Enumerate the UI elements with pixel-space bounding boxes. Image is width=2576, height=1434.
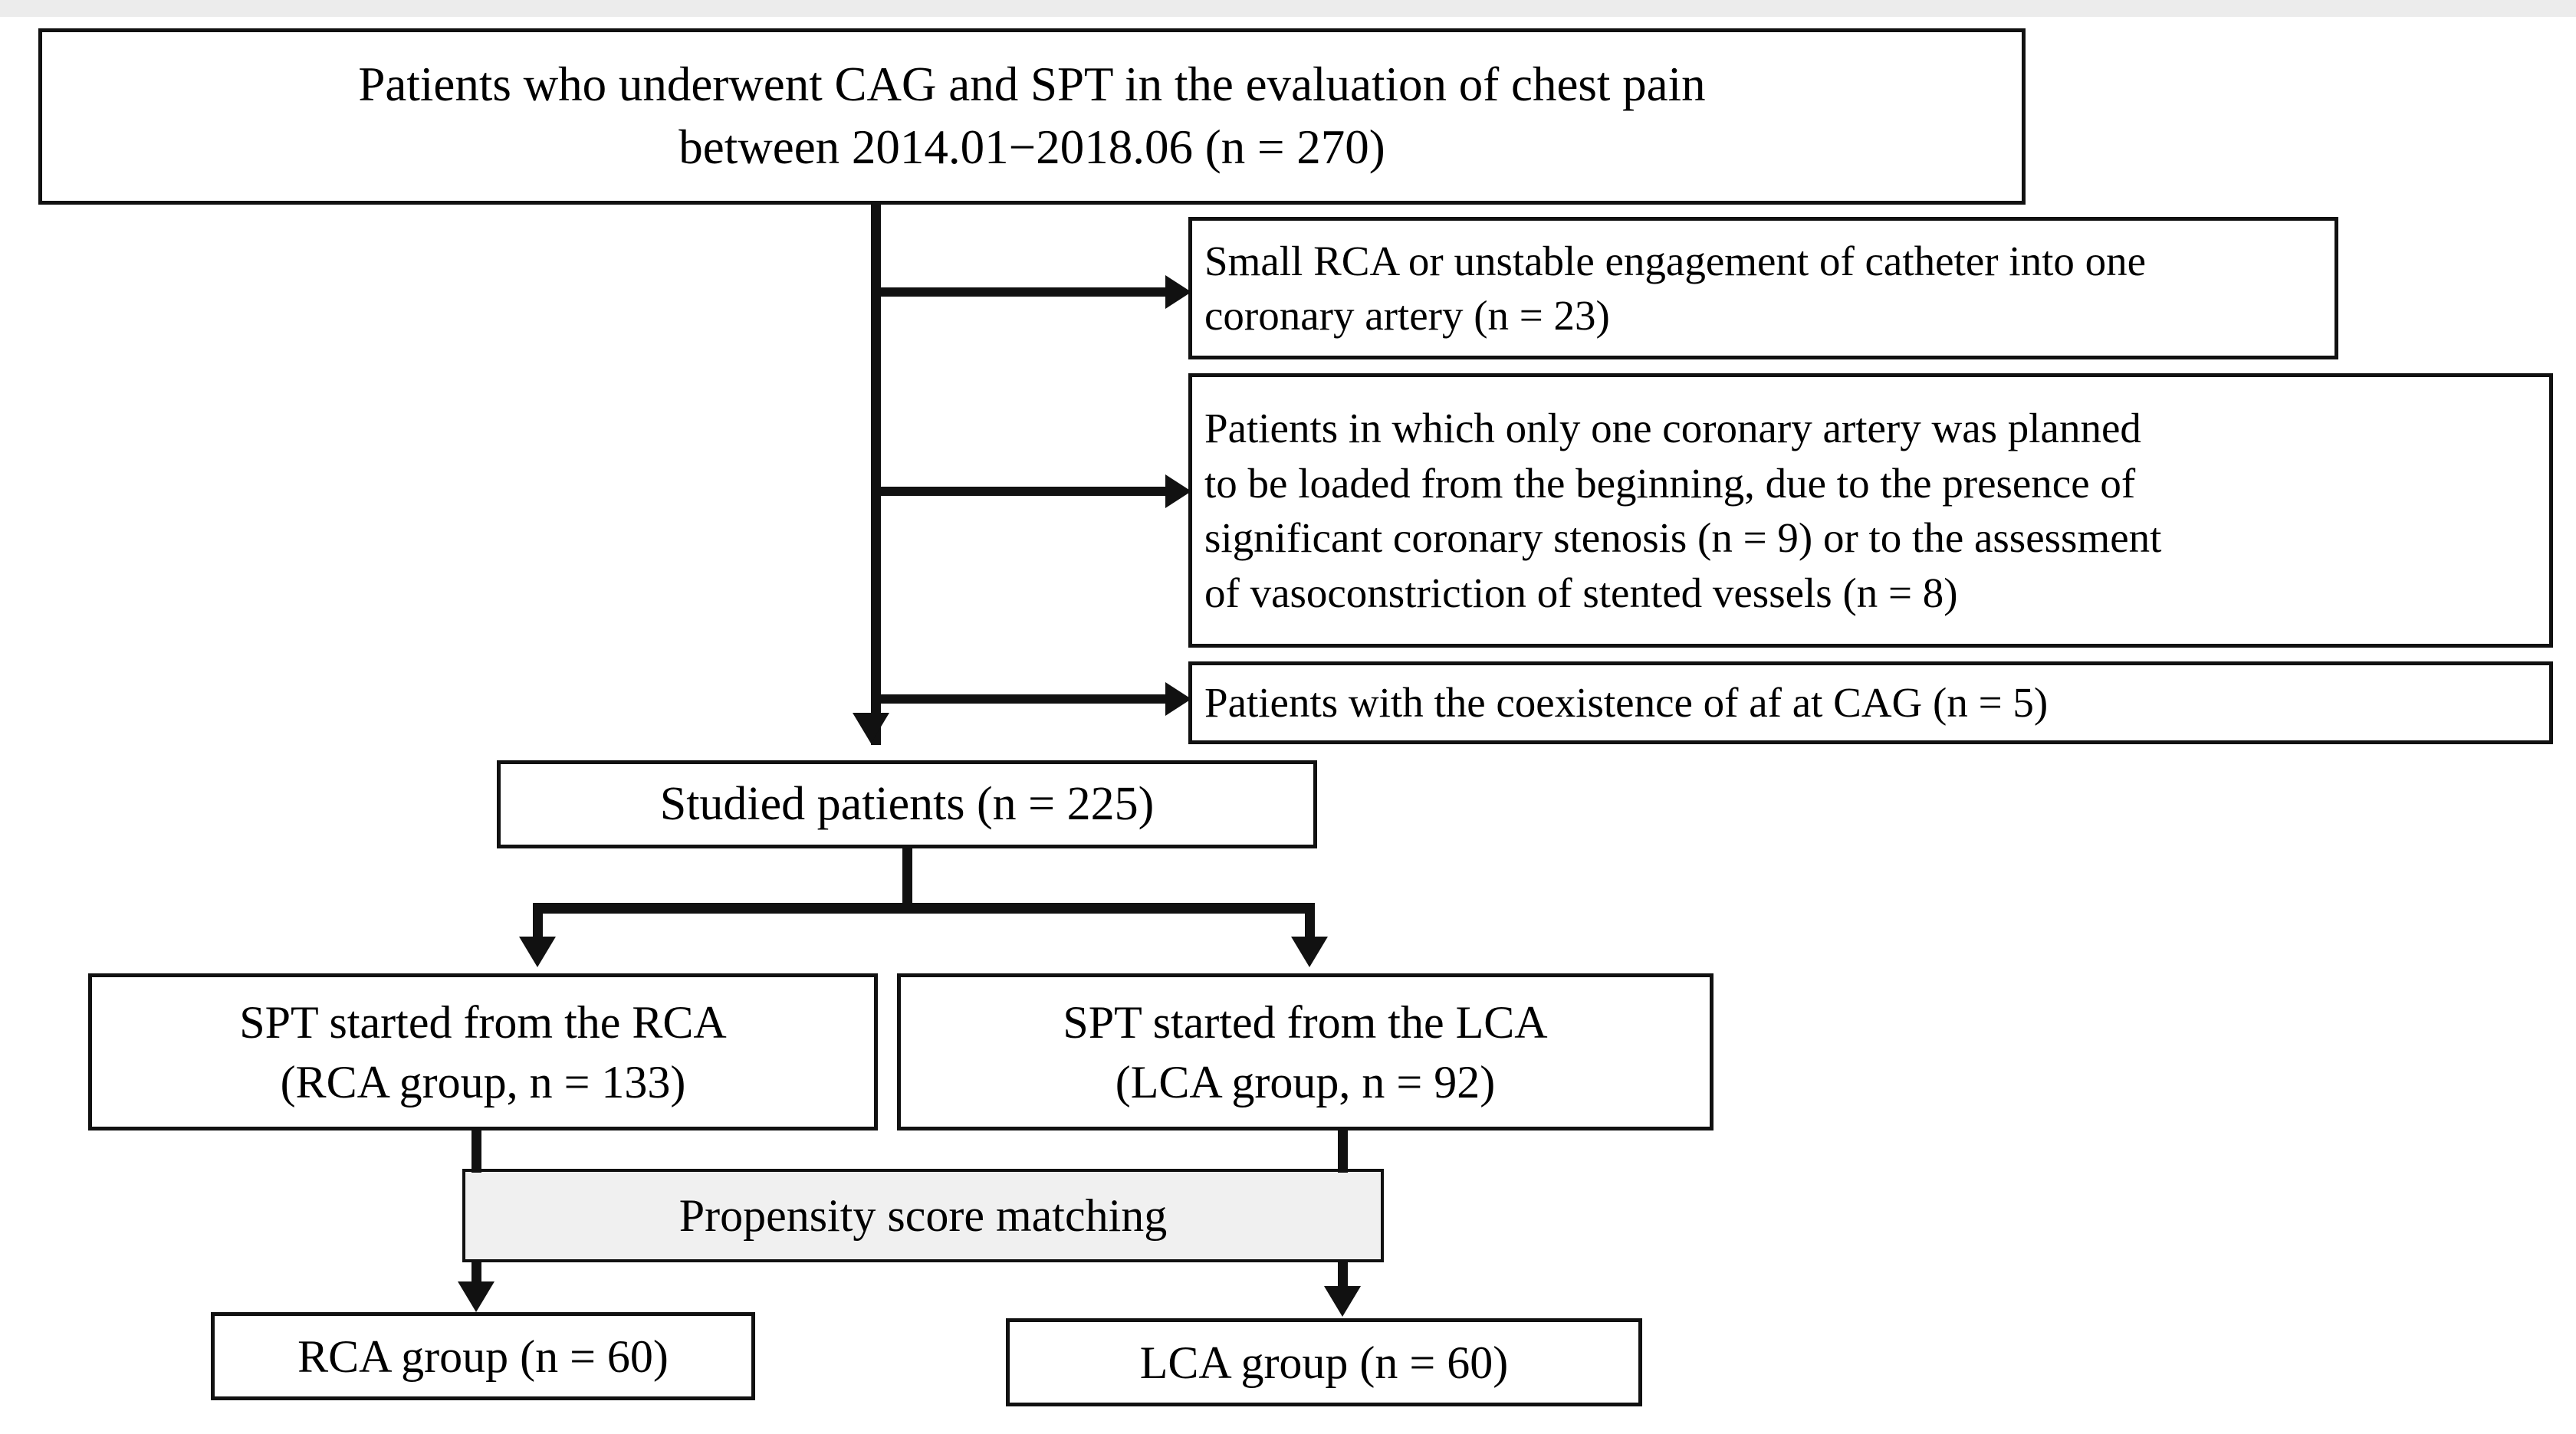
lca-branch-arrowhead	[1291, 937, 1328, 967]
studied-split-right-drop	[1305, 903, 1315, 941]
studied-patients-text: Studied patients (n = 225)	[659, 778, 1155, 831]
spt-rca-group-box: SPT started from the RCA (RCA group, n =…	[88, 973, 878, 1130]
exclusion-box-af: Patients with the coexistence of af at C…	[1188, 661, 2553, 744]
exclusion-3-connector-line	[878, 694, 1169, 704]
page-top-strip	[0, 0, 2576, 17]
rca-final-arrowhead	[458, 1281, 495, 1312]
lca-to-psm-line	[1338, 1130, 1348, 1173]
propensity-score-matching-text: Propensity score matching	[678, 1190, 1168, 1241]
studied-split-stem	[902, 848, 912, 908]
rca-final-group-box: RCA group (n = 60)	[211, 1312, 755, 1400]
trunk-down-arrowhead	[853, 713, 889, 743]
studied-split-left-drop	[533, 903, 543, 941]
propensity-score-matching-box: Propensity score matching	[462, 1169, 1384, 1262]
exclusion-3-text: Patients with the coexistence of af at C…	[1204, 679, 2049, 727]
exclusion-3-arrowhead	[1165, 682, 1191, 716]
rca-branch-arrowhead	[519, 937, 556, 967]
rca-final-group-text: RCA group (n = 60)	[297, 1331, 669, 1382]
exclusion-1-connector-line	[878, 287, 1169, 297]
studied-patients-box: Studied patients (n = 225)	[497, 760, 1317, 848]
spt-lca-group-box: SPT started from the LCA (LCA group, n =…	[897, 973, 1714, 1130]
exclusion-1-arrowhead	[1165, 275, 1191, 309]
lca-final-group-text: LCA group (n = 60)	[1139, 1337, 1509, 1388]
exclusion-box-single-artery: Patients in which only one coronary arte…	[1188, 373, 2553, 648]
exclusion-1-text: Small RCA or unstable engagement of cath…	[1204, 237, 2147, 340]
exclusion-2-text: Patients in which only one coronary arte…	[1204, 405, 2162, 616]
lca-final-arrowhead	[1324, 1286, 1361, 1317]
exclusion-2-connector-line	[878, 487, 1169, 496]
enrolled-patients-box: Patients who underwent CAG and SPT in th…	[38, 28, 2026, 205]
exclusion-2-arrowhead	[1165, 474, 1191, 508]
rca-to-psm-line	[472, 1130, 481, 1173]
main-trunk-line	[871, 205, 881, 745]
spt-rca-group-text: SPT started from the RCA (RCA group, n =…	[239, 996, 727, 1107]
enrolled-patients-text: Patients who underwent CAG and SPT in th…	[358, 57, 1706, 174]
exclusion-box-small-rca: Small RCA or unstable engagement of cath…	[1188, 217, 2338, 359]
spt-lca-group-text: SPT started from the LCA (LCA group, n =…	[1063, 996, 1548, 1107]
lca-final-group-box: LCA group (n = 60)	[1006, 1318, 1642, 1406]
studied-split-crossbar	[533, 903, 1315, 914]
